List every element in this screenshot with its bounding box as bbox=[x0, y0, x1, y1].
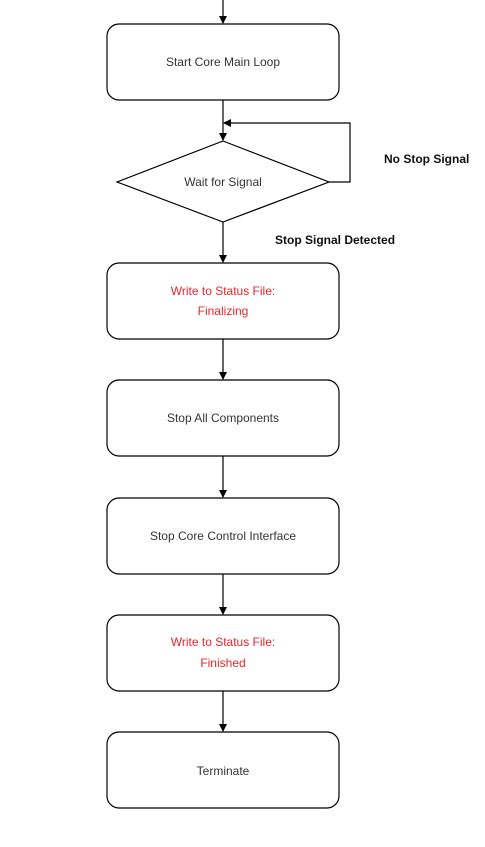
node-stop-all-components: Stop All Components bbox=[106, 379, 340, 457]
arrow-loop-no-stop bbox=[223, 119, 351, 183]
edge-label-no-stop-signal: No Stop Signal bbox=[384, 152, 469, 166]
node-stop-core-control-interface: Stop Core Control Interface bbox=[106, 497, 340, 575]
node-start-core-main-loop-label: Start Core Main Loop bbox=[166, 55, 280, 69]
node-terminate-label: Terminate bbox=[197, 764, 250, 778]
node-write-finished: Write to Status File: Finished bbox=[106, 614, 340, 692]
edge-label-stop-signal-detected: Stop Signal Detected bbox=[275, 233, 395, 247]
node-write-finalizing-line1: Write to Status File: bbox=[171, 284, 275, 298]
node-stop-core-control-interface-label: Stop Core Control Interface bbox=[150, 529, 296, 543]
node-stop-all-components-label: Stop All Components bbox=[167, 411, 279, 425]
node-write-finalizing-line2: Finalizing bbox=[198, 304, 249, 318]
node-wait-for-signal-label: Wait for Signal bbox=[184, 175, 262, 189]
node-write-finished-line1: Write to Status File: bbox=[171, 635, 275, 649]
node-write-finished-line2: Finished bbox=[200, 656, 245, 670]
node-wait-for-signal: Wait for Signal bbox=[115, 140, 331, 223]
node-terminate: Terminate bbox=[106, 731, 340, 809]
node-write-finalizing: Write to Status File: Finalizing bbox=[106, 262, 340, 340]
node-start-core-main-loop: Start Core Main Loop bbox=[106, 23, 340, 101]
